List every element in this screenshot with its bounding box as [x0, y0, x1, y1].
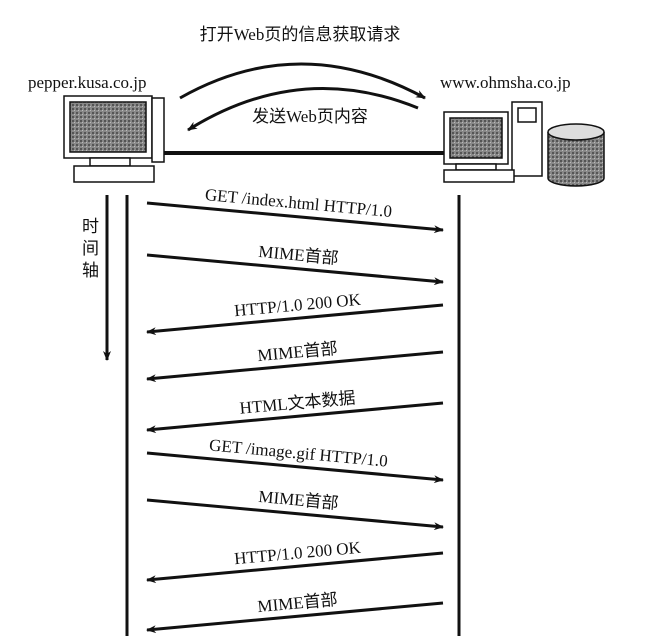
top-request-label: 打开Web页的信息获取请求	[200, 25, 401, 44]
message-label: MIME首部	[258, 242, 340, 268]
time-axis-label-2: 间	[82, 239, 99, 258]
message-arrow	[146, 303, 444, 336]
message-label: HTTP/1.0 200 OK	[233, 538, 362, 569]
message-arrow	[146, 350, 444, 383]
message-label: MIME首部	[258, 487, 340, 513]
request-curve-arrow	[179, 62, 426, 100]
client-host-label: pepper.kusa.co.jp	[28, 73, 147, 92]
message-label: HTTP/1.0 200 OK	[233, 290, 362, 321]
database-icon	[547, 123, 605, 187]
time-axis-label-3: 轴	[82, 261, 99, 280]
network-cable	[164, 151, 444, 155]
message-arrow	[146, 201, 444, 234]
message-arrow	[146, 253, 444, 286]
message-arrow	[146, 498, 444, 531]
response-curve-arrow	[187, 87, 419, 132]
client-computer-icon	[63, 95, 165, 183]
message-arrow	[146, 551, 444, 584]
top-response-label: 发送Web页内容	[252, 107, 368, 126]
time-axis-label-1: 时	[82, 217, 99, 236]
message-arrow	[146, 451, 444, 484]
server-host-label: www.ohmsha.co.jp	[440, 73, 571, 92]
server-computer-icon	[443, 101, 543, 183]
message-arrow	[146, 401, 444, 434]
message-arrow	[146, 601, 444, 634]
